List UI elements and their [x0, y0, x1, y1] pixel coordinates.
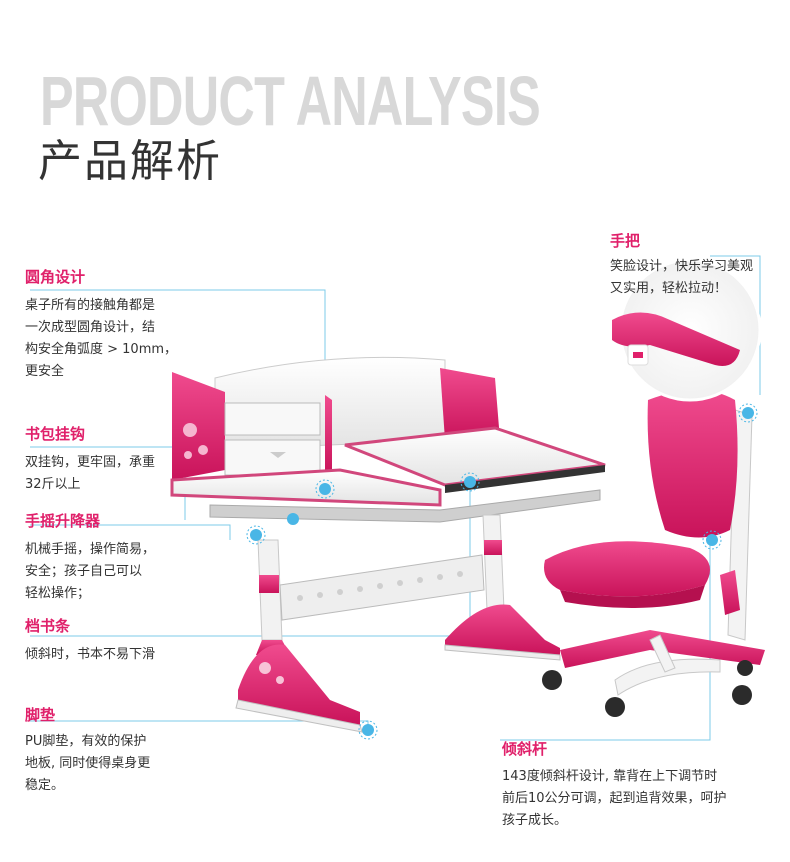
- desk-tray: [209, 489, 601, 523]
- feature-title-bag-hook: 书包挂钩: [25, 425, 86, 443]
- desk-leg-right: [482, 514, 505, 611]
- handle-zoom-bubble: [612, 258, 762, 402]
- feature-title-crank-lifter: 手摇升降器: [25, 512, 101, 530]
- feature-body-foot-pad: PU脚垫，有效的保护 地板, 同时使得桌身更 稳定。: [25, 734, 151, 793]
- chair: [542, 390, 765, 717]
- chair-seat: [544, 541, 710, 597]
- feature-title-book-stopper: 档书条: [25, 617, 71, 635]
- feature-markers: [246, 403, 758, 740]
- chair-wheel: [542, 670, 562, 690]
- leader-lines: [30, 255, 761, 741]
- feature-body-bag-hook: 双挂钩，更牢固，承重 32斤以上: [25, 455, 156, 492]
- desk-drawer-top: [224, 402, 321, 436]
- chair-wheel: [737, 660, 753, 676]
- desk-drawer-bottom: [224, 439, 321, 476]
- chair-wheel: [605, 697, 625, 717]
- feature-body-book-stopper: 倾斜时，书本不易下滑: [25, 647, 156, 662]
- feature-title-foot-pad: 脚垫: [25, 706, 56, 724]
- feature-body-rounded-corners: 桌子所有的接触角都是 一次成型圆角设计，结 构安全角弧度 > 10mm， 更安全: [25, 298, 178, 379]
- feature-title-rounded-corners: 圆角设计: [25, 268, 86, 286]
- desk-hutch-side-right: [440, 368, 500, 440]
- desk-top-left: [170, 468, 442, 507]
- feature-body-handle: 笑脸设计，快乐学习美观 又实用，轻松拉动！: [610, 259, 754, 296]
- desk: [170, 356, 606, 733]
- desk-foot-right: [445, 604, 560, 655]
- feature-title-tilt-rod: 倾斜杆: [502, 740, 548, 758]
- chair-wheel: [732, 685, 752, 705]
- feature-body-tilt-rod: 143度倾斜杆设计, 靠背在上下调节时 前后10公分可调，起到追背效果，呵护 孩…: [502, 769, 727, 828]
- chair-handle: [612, 312, 740, 366]
- feature-body-crank-lifter: 机械手摇，操作简易， 安全；孩子自己可以 轻松操作；: [25, 542, 156, 601]
- page-title-chinese: 产品解析: [38, 136, 222, 187]
- feature-title-handle: 手把: [610, 232, 641, 250]
- chair-backrest: [647, 390, 738, 538]
- page-title-english: PRODUCT ANALYSIS: [40, 62, 541, 140]
